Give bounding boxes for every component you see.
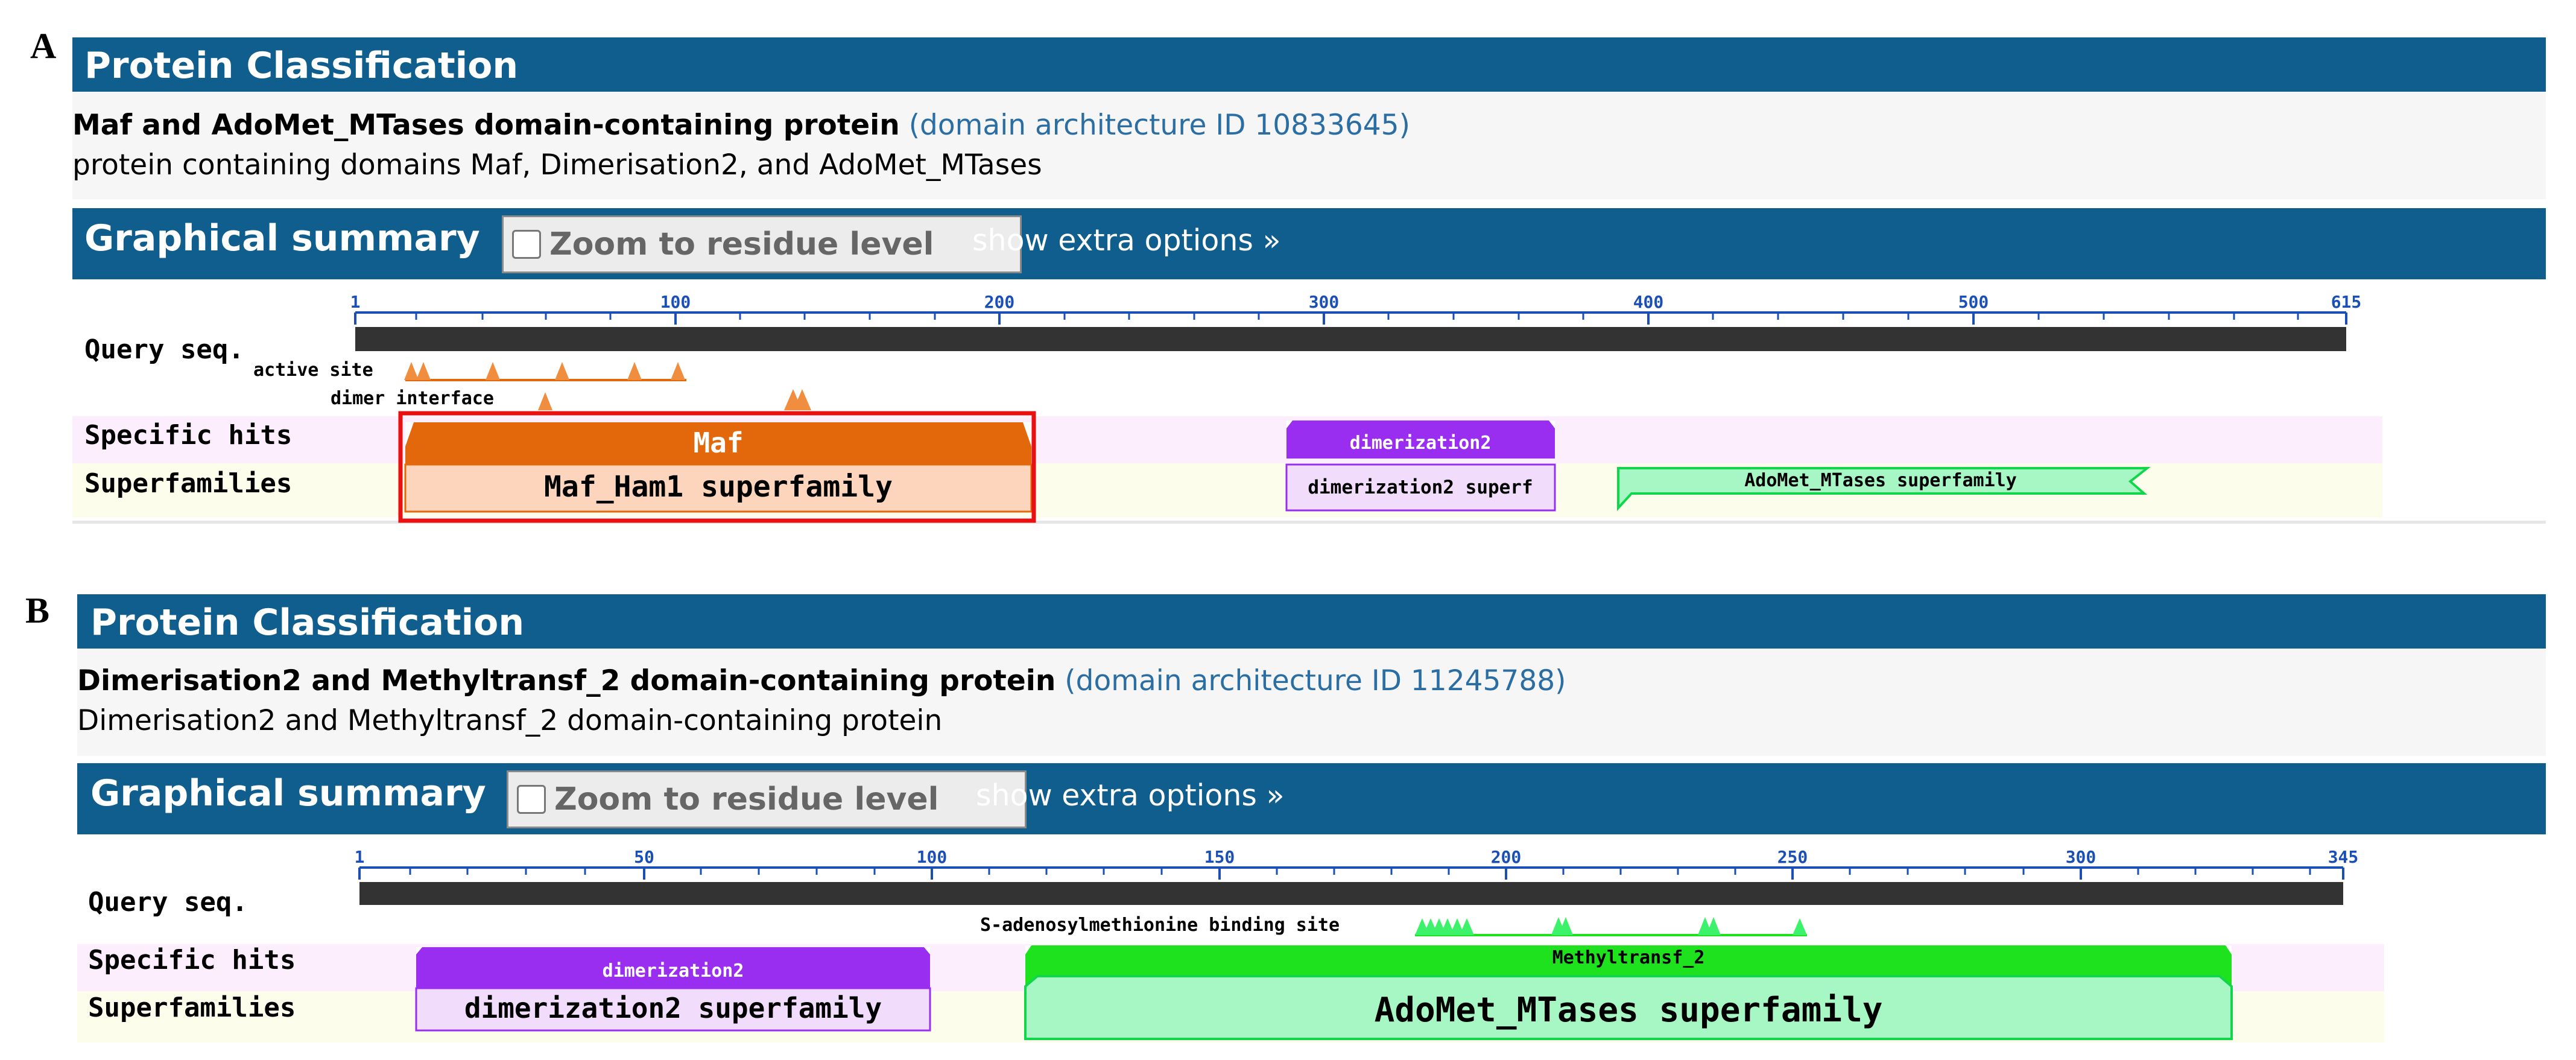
superfamily-label: dimerization2 superf [1308,477,1533,498]
protein-classification-header: Protein Classification [77,594,2546,649]
graphical-summary-header: Graphical summary Zoom to residue level … [72,208,2546,279]
ruler-tick-label: 500 [1958,292,1989,312]
ruler-tick-label: 1 [350,292,361,312]
superfamily-label: dimerization2 superfamily [464,992,882,1024]
superfamilies-label: Superfamilies [88,992,296,1023]
superfamily-label: AdoMet_MTases superfamily [1375,991,1883,1030]
ruler-tick-label: 400 [1633,292,1664,312]
hit-label-methyltransf-2: Methyltransf_2 [1552,947,1705,968]
query-sequence-bar [355,327,2346,351]
hit-label-maf: Maf [693,427,743,459]
show-extra-options-link[interactable]: show extra options » [972,223,1281,258]
site-label-sam-binding: S-adenosylmethionine binding site [980,915,1340,936]
hit-label-dimerization2: dimerization2 [603,960,744,982]
hit-maf[interactable]: Maf [405,422,1031,465]
highlight-box [398,411,1036,523]
ruler-tick-label: 345 [2328,847,2359,867]
superfamilies-label: Superfamilies [84,468,293,499]
ruler: 1 100 200 300 400 500 615 [350,292,2362,325]
zoom-to-residue-toggle[interactable]: Zoom to residue level [502,215,1022,273]
superfamily-maf-ham1[interactable]: Maf_Ham1 superfamily [404,463,1033,513]
hit-label-dimerization2: dimerization2 [1350,433,1492,454]
zoom-checkbox[interactable] [512,230,541,259]
domain-architecture-link[interactable]: domain architecture ID 10833645 [920,109,1399,142]
dimer-interface-track[interactable] [538,389,811,410]
graphical-summary-a: 1 100 200 300 400 500 615 active site di… [253,292,2362,523]
zoom-label: Zoom to residue level [549,226,934,262]
protein-classification-header: Protein Classification [72,37,2546,92]
superfamily-dimerization2[interactable]: dimerization2 superf [1285,463,1556,512]
graphical-summary-header: Graphical summary Zoom to residue level … [77,763,2546,834]
protein-info: Dimerisation2 and Methyltransf_2 domain-… [77,649,2546,756]
hit-dimerization2[interactable]: dimerization2 [416,947,930,988]
superfamily-label: AdoMet_MTases superfamily [1744,470,2017,491]
superfamily-adomet-mtases[interactable]: AdoMet_MTases superfamily [1024,975,2233,1040]
ruler-tick-label: 250 [1777,847,1808,867]
ruler-tick-label: 100 [660,292,691,312]
panel-letter: B [25,591,50,630]
arch-paren-close: ) [1555,664,1566,697]
query-seq-label: Query seq. [88,887,248,918]
arch-paren-close: ) [1399,109,1410,142]
zoom-checkbox[interactable] [517,785,546,814]
ruler-tick-label: 300 [2066,847,2097,867]
protein-title-line: Maf and AdoMet_MTases domain-containing … [72,109,1410,142]
ruler-tick-label: 200 [1491,847,1522,867]
ruler-tick-label: 150 [1204,847,1235,867]
ruler-tick-label: 1 [355,847,365,867]
ruler-tick-label: 100 [917,847,948,867]
protein-name: Dimerisation2 and Methyltransf_2 domain-… [77,664,1056,697]
hit-dimerization2[interactable]: dimerization2 [1286,421,1555,459]
ruler-tick-label: 200 [984,292,1015,312]
arch-paren-open: ( [1065,664,1076,697]
zoom-to-residue-toggle[interactable]: Zoom to residue level [507,770,1027,828]
site-label-dimer-interface: dimer interface [331,388,494,409]
panel-letter: A [30,26,57,66]
arch-paren-open: ( [908,109,920,142]
zoom-label: Zoom to residue level [554,781,939,817]
active-site-track[interactable] [404,362,686,381]
protein-info: Maf and AdoMet_MTases domain-containing … [72,92,2546,199]
protein-name: Maf and AdoMet_MTases domain-containing … [72,109,900,142]
ruler-tick-label: 300 [1309,292,1340,312]
superfamily-adomet-mtases[interactable]: AdoMet_MTases superfamily [1617,467,2151,512]
superfamily-dimerization2[interactable]: dimerization2 superfamily [415,987,931,1032]
panel-separator [72,521,2546,524]
graphical-summary-title: Graphical summary [90,772,486,814]
protein-title-line: Dimerisation2 and Methyltransf_2 domain-… [77,664,1566,697]
site-label-active-site: active site [253,360,373,381]
sam-binding-site-track[interactable] [1415,917,1807,936]
query-sequence-bar [359,882,2343,905]
superfamily-label: Maf_Ham1 superfamily [544,470,893,504]
ruler-tick-label: 50 [634,847,654,867]
graphical-summary-b: 1 50 100 150 200 250 300 345 S-adenosylm… [355,847,2359,1040]
ruler: 1 50 100 150 200 250 300 345 [355,847,2359,880]
query-seq-label: Query seq. [84,334,244,365]
domain-architecture-link[interactable]: domain architecture ID 11245788 [1075,664,1555,697]
header-title: Protein Classification [90,601,525,644]
graphical-summary-title: Graphical summary [84,217,480,259]
protein-description: Dimerisation2 and Methyltransf_2 domain-… [77,704,943,737]
show-extra-options-link[interactable]: show extra options » [976,778,1285,813]
specific-hits-label: Specific hits [88,945,296,976]
ruler-tick-label: 615 [2331,292,2362,312]
specific-hits-label: Specific hits [84,420,293,451]
header-title: Protein Classification [84,45,519,87]
protein-description: protein containing domains Maf, Dimerisa… [72,148,1042,182]
